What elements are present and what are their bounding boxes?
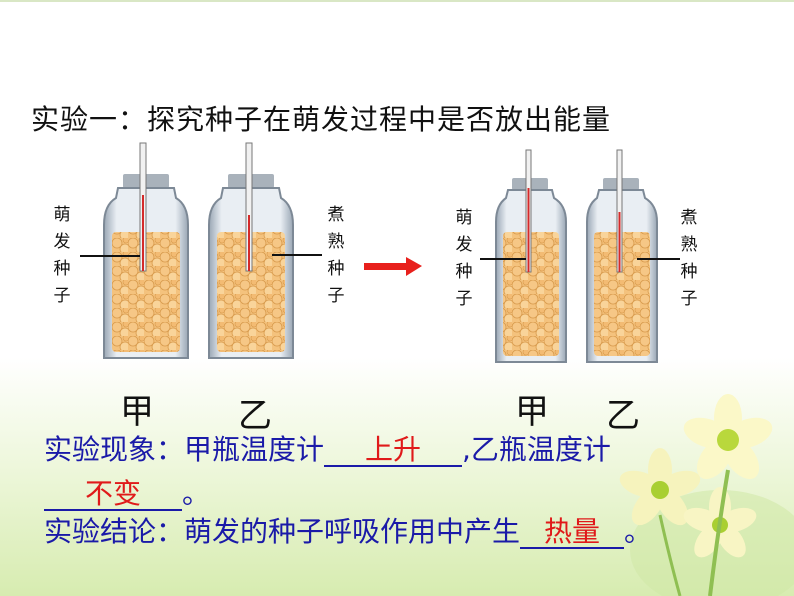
observation-middle: ,乙瓶温度计 [462,433,611,466]
conclusion-answer: 热量 [544,515,601,548]
conclusion-line: 实验结论：萌发的种子呼吸作用中产生热量。 [44,510,652,550]
observation-line: 实验现象：甲瓶温度计 上升 ,乙瓶温度计 [44,428,611,468]
conclusion-blank: 热量 [520,515,625,549]
observation-answer-1: 上升 [365,433,422,466]
label-jia-right: 甲 [515,392,549,432]
observation-blank-1: 上升 [324,433,463,467]
experiment-diagram [80,142,680,363]
label-boiled-seeds-left: 煮熟种子 [327,205,345,306]
bottle-right-b [586,149,658,363]
label-germinating-seeds-left: 萌发种子 [53,205,71,306]
label-jia-left: 甲 [120,392,154,432]
conclusion-end: 。 [624,515,653,548]
arrow-icon [364,257,422,276]
observation-end: 。 [182,477,211,510]
flower-decoration [619,394,794,596]
label-boiled-seeds-right: 煮熟种子 [680,208,698,309]
top-border [0,0,794,2]
observation-line-2: 不变 。 [44,472,210,512]
observation-blank-2: 不变 [44,479,182,511]
slide-title: 实验一：探究种子在萌发过程中是否放出能量 [31,103,612,136]
observation-prefix: 实验现象：甲瓶温度计 [44,433,325,466]
label-yi-left: 乙 [238,396,272,436]
label-yi-right: 乙 [606,396,640,436]
bottle-left-a [103,142,189,359]
label-germinating-seeds-right: 萌发种子 [455,208,473,309]
bottle-right-a [495,149,567,363]
observation-answer-2: 不变 [84,477,141,510]
bottle-left-b [208,142,294,359]
conclusion-prefix: 实验结论：萌发的种子呼吸作用中产生 [44,515,521,548]
